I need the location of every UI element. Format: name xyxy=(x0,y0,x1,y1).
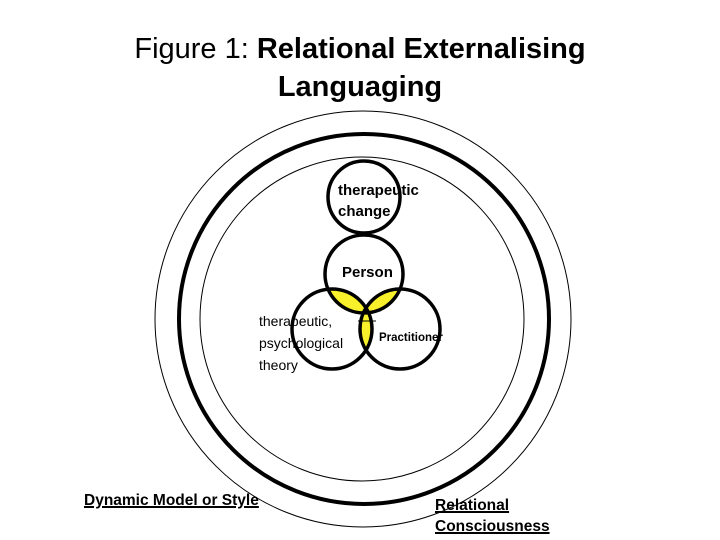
label-theory: therapeutic, psychological theory xyxy=(259,310,343,376)
label-theory-line1: therapeutic, xyxy=(259,313,333,329)
circle-practitioner xyxy=(358,287,442,371)
figure-title: Figure 1: Relational Externalising Langu… xyxy=(0,30,720,106)
outer-ring-relational-consciousness xyxy=(154,110,572,528)
overlap-person-theory xyxy=(325,289,372,313)
title-bold-line2: Languaging xyxy=(277,71,443,103)
label-practitioner: Practitioner xyxy=(379,332,443,344)
title-prefix: Figure 1: xyxy=(134,33,257,65)
inner-ring xyxy=(199,156,525,482)
circle-theory xyxy=(290,287,374,371)
label-therapeutic-change-line1: therapeutic xyxy=(338,182,419,199)
label-person: Person xyxy=(342,264,393,281)
label-relational-line1: Relational xyxy=(435,497,510,514)
label-theory-line2: psychological xyxy=(259,335,344,351)
label-relational-line2: Consciousness xyxy=(435,518,550,535)
circle-therapeutic-change xyxy=(326,159,402,235)
label-therapeutic-change: therapeutic change xyxy=(338,180,419,222)
label-therapeutic-change-line2: change xyxy=(338,203,391,220)
label-theory-line3: theory xyxy=(259,357,298,373)
label-relational-consciousness: Relational Consciousness xyxy=(435,495,550,537)
title-bold-line1: Relational Externalising xyxy=(256,33,586,65)
thick-ring-dynamic-model xyxy=(177,132,551,506)
label-dynamic-model: Dynamic Model or Style xyxy=(84,492,259,509)
